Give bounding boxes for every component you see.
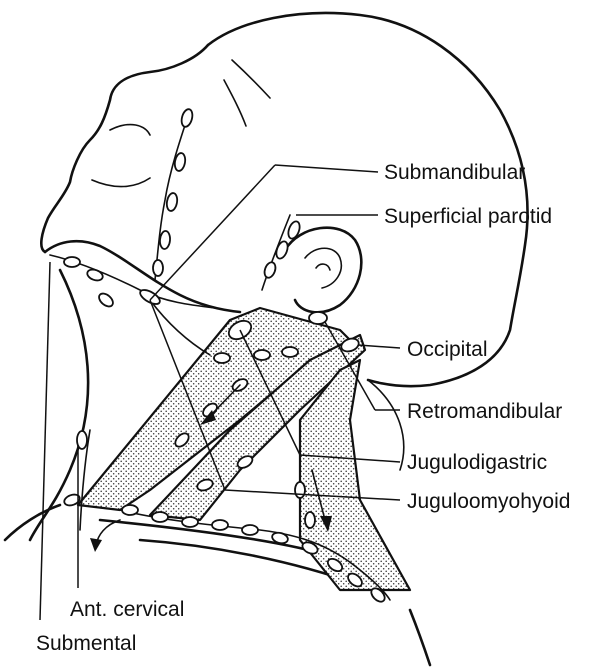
label-submental: Submental: [36, 632, 136, 655]
label-superficial-parotid: Superficial parotid: [384, 205, 552, 228]
label-jugulodigastric: Jugulodigastric: [407, 451, 547, 474]
label-submandibular: Submandibular: [384, 161, 525, 184]
ear: [283, 226, 363, 314]
drainage-arrows: [90, 384, 332, 552]
label-occipital: Occipital: [407, 338, 488, 361]
arrow-head: [90, 538, 102, 552]
jugular-chain-region: [148, 333, 367, 522]
arrow-head: [200, 410, 216, 425]
label-retromandibular: Retromandibular: [407, 400, 562, 423]
leader-lines: [39, 164, 401, 621]
lymph-nodes: [63, 108, 386, 603]
label-juguloomyohyoid: Juguloomyohyoid: [407, 490, 570, 513]
posterior-triangle-region: [298, 358, 412, 592]
label-ant-cervical: Ant. cervical: [70, 598, 184, 621]
arrow-head: [320, 516, 332, 532]
